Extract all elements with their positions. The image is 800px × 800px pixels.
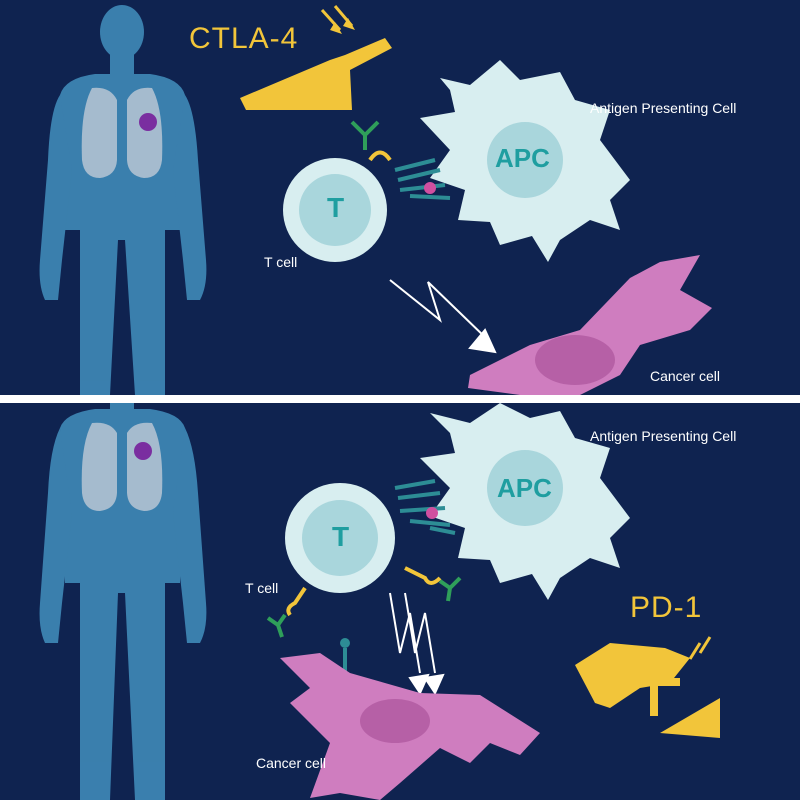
brake-pedal-icon — [575, 636, 720, 738]
ctla4-illustration — [39, 5, 712, 395]
lightning-arrow-icon — [389, 279, 497, 354]
t-cell-caption: T cell — [245, 580, 279, 596]
human-body-silhouette-icon — [39, 403, 207, 800]
apc-cell — [420, 403, 630, 600]
pd1-receptor-icon — [286, 566, 442, 617]
antigen-icon — [426, 507, 438, 519]
ctla4-receptor-icon — [368, 150, 392, 162]
cancer-cell — [280, 653, 540, 800]
ctla4-panel: CTLA-4 Antigen Presenting Cell APC T T c… — [0, 0, 800, 395]
apc-caption: Antigen Presenting Cell — [590, 428, 737, 444]
cancer-cell — [468, 255, 712, 395]
cancer-cell-caption: Cancer cell — [256, 755, 327, 771]
antigen-icon — [424, 182, 436, 194]
human-body-silhouette-icon — [39, 5, 207, 395]
t-cell-label: T — [332, 521, 350, 552]
tumor-icon — [134, 442, 152, 460]
tumor-icon — [139, 113, 157, 131]
panel-divider — [0, 395, 800, 403]
receptor-icon — [394, 479, 456, 535]
apc-cell-label: APC — [497, 473, 552, 503]
lungs-icon — [81, 422, 163, 511]
lightning-arrow-icon — [389, 592, 445, 696]
receptor-icon — [394, 158, 451, 200]
ctla4-label: CTLA-4 — [189, 22, 299, 55]
t-cell-label: T — [327, 192, 345, 223]
cancer-cell-caption: Cancer cell — [650, 368, 721, 384]
apc-cell-label: APC — [495, 143, 550, 173]
pd-l1-ligand-head-icon — [340, 638, 350, 648]
jumper-cable-clamp-icon — [240, 5, 392, 110]
pd1-illustration — [39, 403, 720, 800]
antibody-icon — [350, 120, 380, 150]
apc-caption: Antigen Presenting Cell — [590, 100, 737, 116]
t-cell — [285, 483, 395, 593]
t-cell-caption: T cell — [264, 254, 298, 270]
antibody-icon — [266, 576, 462, 638]
t-cell — [283, 158, 387, 262]
pd1-panel: Antigen Presenting Cell APC T T cell PD-… — [0, 403, 800, 800]
apc-cell — [420, 60, 630, 262]
pd1-label: PD-1 — [630, 591, 703, 624]
lungs-icon — [81, 87, 163, 178]
